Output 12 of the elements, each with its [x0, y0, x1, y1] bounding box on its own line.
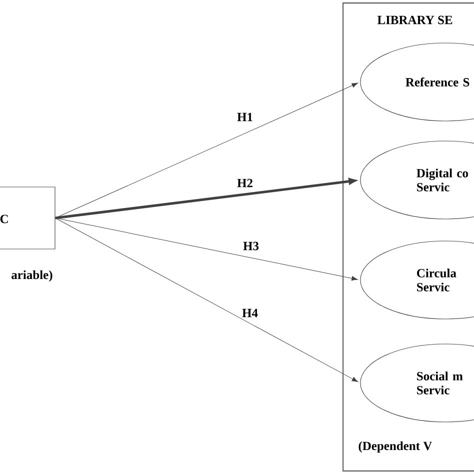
arrow	[55, 218, 358, 382]
arrow	[55, 178, 358, 220]
arrow	[55, 218, 358, 281]
variable-box: C	[0, 186, 56, 250]
edge-label: H1	[236, 112, 254, 122]
arrow	[55, 82, 358, 218]
variable-caption: ariable)	[12, 270, 52, 282]
edge-label: H2	[236, 178, 254, 188]
group-label: LIBRARY SE	[377, 16, 452, 24]
edge-label: H3	[242, 240, 260, 252]
group-label: (Dependent V	[358, 441, 432, 453]
edge-label: H4	[241, 308, 259, 318]
